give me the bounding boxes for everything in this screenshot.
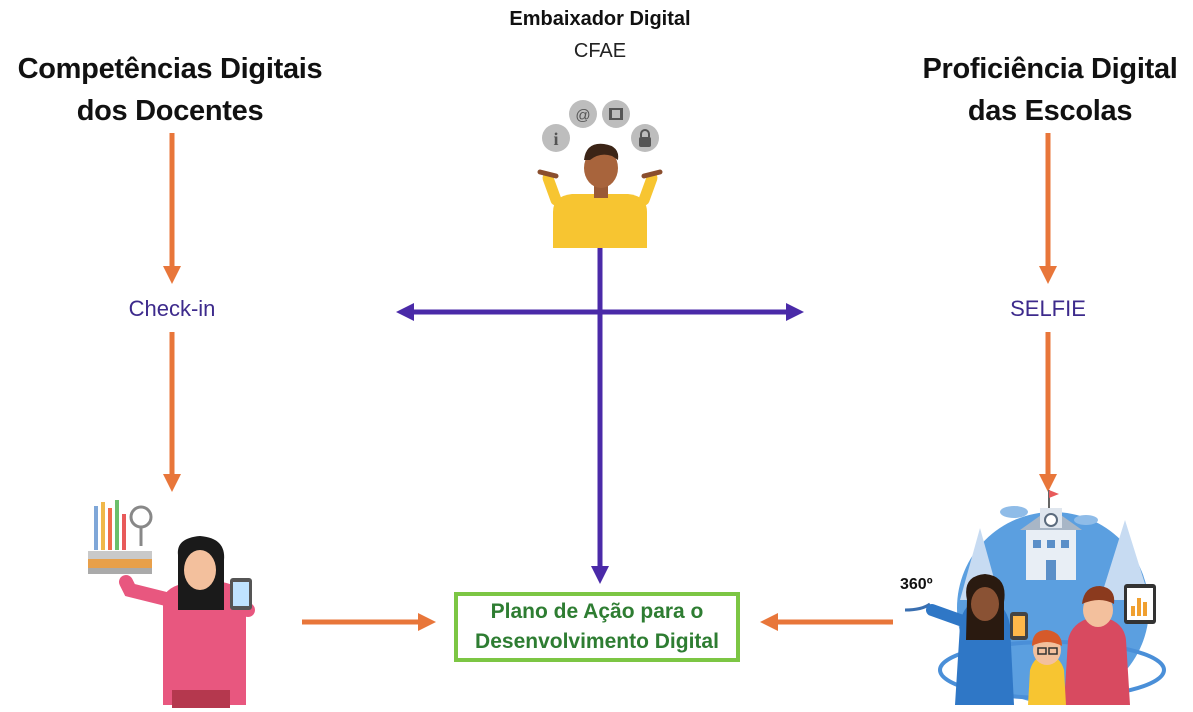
arrow-school-to-plan: [760, 613, 893, 631]
school-illustration: [904, 490, 1166, 705]
arrow-right-bottom: [1039, 332, 1057, 492]
ambassador-subtitle: CFAE: [573, 40, 627, 62]
ambassador-figure: [537, 143, 663, 248]
arrow-left-top: [163, 133, 181, 284]
action-plan-box: Plano de Ação para o Desenvolvimento Dig…: [454, 592, 740, 662]
left-title-line1: Competências Digitais: [17, 53, 323, 85]
right-title: Proficiência Digital das Escolas: [900, 48, 1193, 132]
right-title-line1: Proficiência Digital: [922, 53, 1178, 85]
ambassador-title: Embaixador Digital: [509, 8, 691, 30]
lock-icon: [631, 124, 659, 152]
left-title-line2: dos Docentes: [76, 95, 264, 127]
svg-text:i: i: [553, 129, 558, 149]
right-title-line2: das Escolas: [967, 95, 1133, 127]
arrow-right-top: [1039, 133, 1057, 284]
arrow-left-bottom: [163, 332, 181, 492]
info-icon: i: [542, 124, 570, 152]
teacher-illustration: [88, 500, 255, 708]
checkin-step: Check-in: [128, 296, 216, 321]
purple-cross: [396, 248, 804, 584]
arrow-teacher-to-plan: [302, 613, 436, 631]
film-icon: [602, 100, 630, 128]
at-icon: @: [569, 100, 597, 128]
action-plan-line2: Desenvolvimento Digital: [475, 630, 719, 653]
left-title: Competências Digitais dos Docentes: [0, 48, 340, 132]
action-plan-line1: Plano de Ação para o: [490, 600, 704, 623]
selfie-step: SELFIE: [1010, 296, 1086, 321]
svg-text:@: @: [575, 107, 590, 124]
badge-360: 360º: [900, 576, 933, 593]
